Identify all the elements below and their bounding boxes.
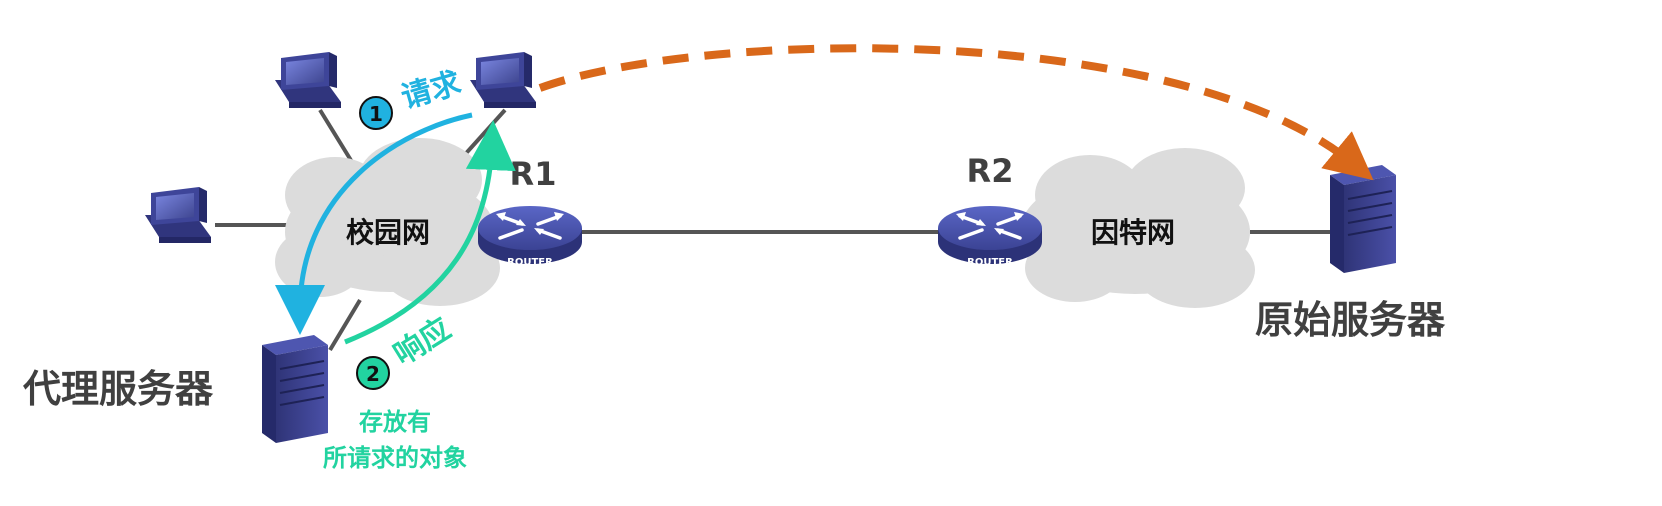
step2-number: 2 xyxy=(366,362,380,386)
router-r1-icon xyxy=(476,204,584,266)
step1-badge xyxy=(359,96,393,130)
pc-icon xyxy=(470,52,536,108)
router-r2-icon xyxy=(936,204,1044,266)
step2-label: 响应 xyxy=(388,311,457,372)
stored-note-line2: 所请求的对象 xyxy=(323,444,467,472)
router-r1-label: R1 xyxy=(510,155,557,193)
response-arrow xyxy=(344,120,516,345)
router-r2-caption: ROUTER xyxy=(967,257,1013,268)
step1-label: 请求 xyxy=(398,66,465,116)
internet-label: 因特网 xyxy=(1091,216,1175,249)
pc-icon xyxy=(145,187,211,243)
step1-number: 1 xyxy=(369,102,383,126)
campus-cloud xyxy=(275,138,500,306)
internet-cloud xyxy=(1020,148,1255,308)
proxy-server-label: 代理服务器 xyxy=(23,367,214,411)
pc-icon xyxy=(275,52,341,108)
campus-net-label: 校园网 xyxy=(346,216,430,249)
request-arrow xyxy=(275,112,473,335)
router-r1-caption: ROUTER xyxy=(507,257,553,268)
proxy-server-icon xyxy=(261,334,329,444)
step2-badge xyxy=(356,356,390,390)
origin-request-path xyxy=(538,44,1374,181)
router-r2-label: R2 xyxy=(967,152,1014,190)
origin-server-label: 原始服务器 xyxy=(1255,298,1446,342)
stored-note-line1: 存放有 xyxy=(359,408,431,436)
origin-server-icon xyxy=(1329,164,1397,274)
